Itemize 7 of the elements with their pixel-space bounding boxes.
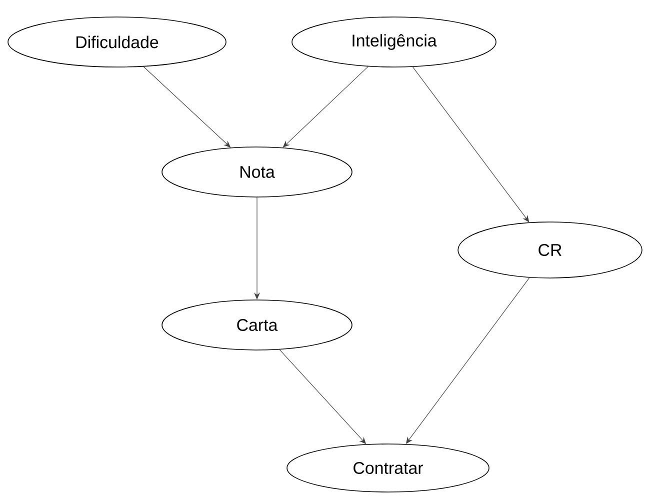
ellipse-node: Inteligência bbox=[292, 16, 496, 68]
ellipse-node: Carta bbox=[162, 300, 352, 350]
ellipse-node: Contratar bbox=[286, 444, 490, 492]
ellipse-node: CR bbox=[458, 222, 642, 278]
ellipse-node: Dificuldade bbox=[8, 16, 226, 68]
arrow bbox=[412, 66, 530, 222]
ellipse-node: Nota bbox=[162, 146, 352, 198]
